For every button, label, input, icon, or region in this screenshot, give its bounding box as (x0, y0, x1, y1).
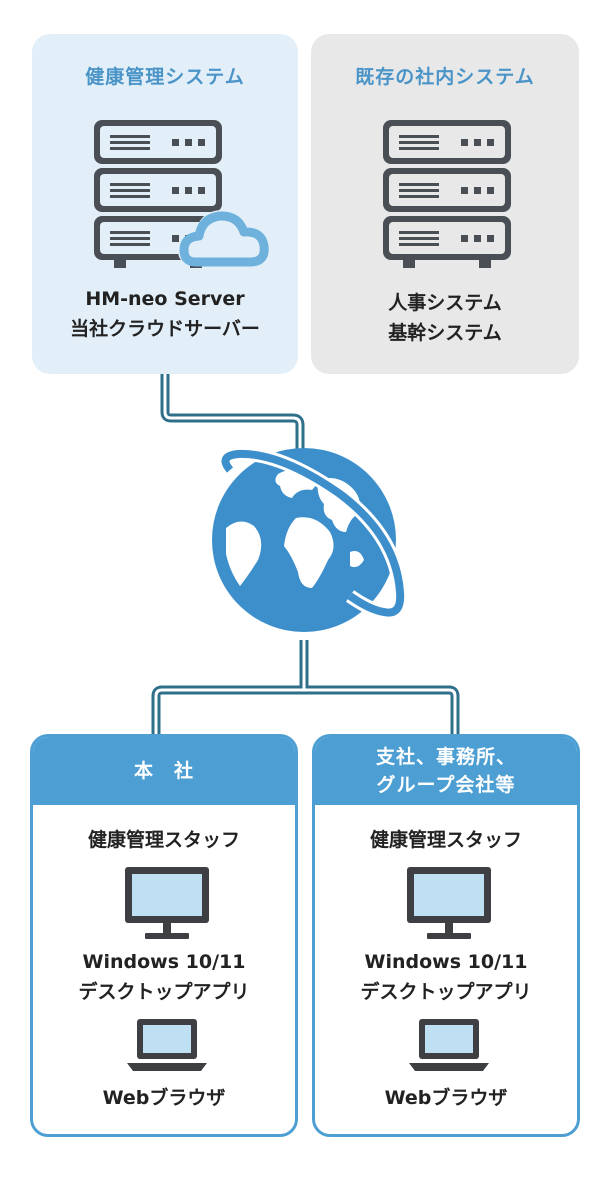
laptop-icon (127, 1019, 207, 1071)
branch-staff-label: 健康管理スタッフ (369, 829, 522, 851)
core-system-label: 基幹システム (388, 322, 502, 344)
desktop-monitor-icon (125, 867, 209, 939)
branch-app-os-label: Windows 10/11 (364, 951, 528, 973)
hq-app-type-label: デスクトップアプリ (78, 981, 250, 1003)
health-system-panel: 健康管理システム HM-neo Server 当社クラウドサーバー (32, 34, 298, 374)
hq-browser-label: Webブラウザ (102, 1087, 226, 1109)
hq-app-os-label: Windows 10/11 (82, 951, 246, 973)
laptop-icon (409, 1019, 489, 1071)
branch-app-type-label: デスクトップアプリ (360, 981, 532, 1003)
branch-office-panel: 支社、事務所、 グループ会社等 健康管理スタッフ Windows 10/11 デ… (312, 734, 580, 1137)
hq-staff-label: 健康管理スタッフ (87, 829, 240, 851)
internet-globe-icon (212, 446, 408, 632)
branch-browser-label: Webブラウザ (384, 1087, 508, 1109)
hr-system-label: 人事システム (388, 292, 502, 314)
headquarters-header: 本 社 (33, 737, 295, 805)
existing-system-title: 既存の社内システム (355, 66, 535, 88)
headquarters-panel: 本 社 健康管理スタッフ Windows 10/11 デスクトップアプリ Web… (30, 734, 298, 1137)
health-system-title: 健康管理システム (85, 66, 245, 88)
cloud-server-icon (94, 120, 271, 268)
branch-office-title: 支社、事務所、 グループ会社等 (375, 746, 516, 796)
headquarters-title: 本 社 (133, 760, 194, 782)
desktop-monitor-icon (407, 867, 491, 939)
health-server-name: HM-neo Server (85, 288, 245, 310)
existing-system-panel: 既存の社内システム 人事システム 基幹システム (311, 34, 579, 374)
branch-office-header: 支社、事務所、 グループ会社等 (315, 737, 577, 805)
server-icon (383, 120, 511, 268)
health-server-description: 当社クラウドサーバー (70, 318, 260, 340)
